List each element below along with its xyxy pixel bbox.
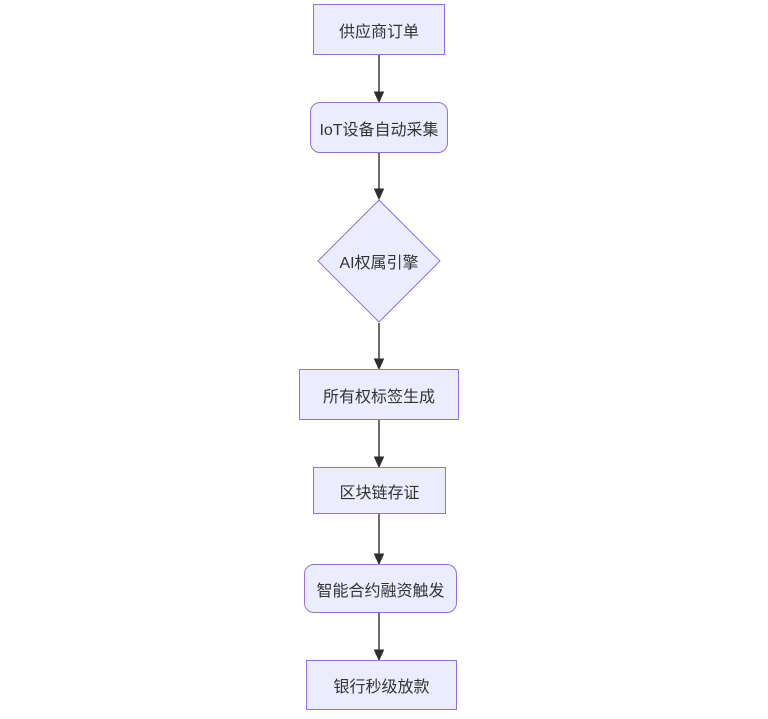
node-blockchain-evidence: 区块链存证 (313, 467, 446, 514)
node-bank-instant-loan: 银行秒级放款 (306, 660, 457, 710)
node-label: 供应商订单 (338, 23, 419, 41)
node-label: 智能合约融资触发 (316, 582, 445, 600)
node-label: IoT设备自动采集 (319, 121, 439, 139)
node-smart-contract-financing-trigger: 智能合约融资触发 (304, 564, 457, 613)
node-label: 所有权标签生成 (322, 388, 435, 406)
node-label: AI权属引擎 (339, 255, 419, 272)
node-ownership-label-generation: 所有权标签生成 (299, 369, 459, 420)
edge-arrow (373, 613, 385, 662)
edge-arrow (373, 153, 385, 201)
edge-arrow (373, 513, 385, 566)
node-ai-ownership-engine: AI权属引擎 (317, 199, 441, 323)
node-label: 银行秒级放款 (333, 679, 430, 696)
edge-arrow (373, 323, 385, 371)
diamond-shape (317, 199, 441, 323)
node-iot-auto-collection: IoT设备自动采集 (310, 102, 448, 153)
edge-arrow (373, 420, 385, 469)
edge-arrow (373, 55, 385, 104)
node-supplier-order: 供应商订单 (313, 4, 445, 55)
node-label: 区块链存证 (339, 484, 420, 502)
